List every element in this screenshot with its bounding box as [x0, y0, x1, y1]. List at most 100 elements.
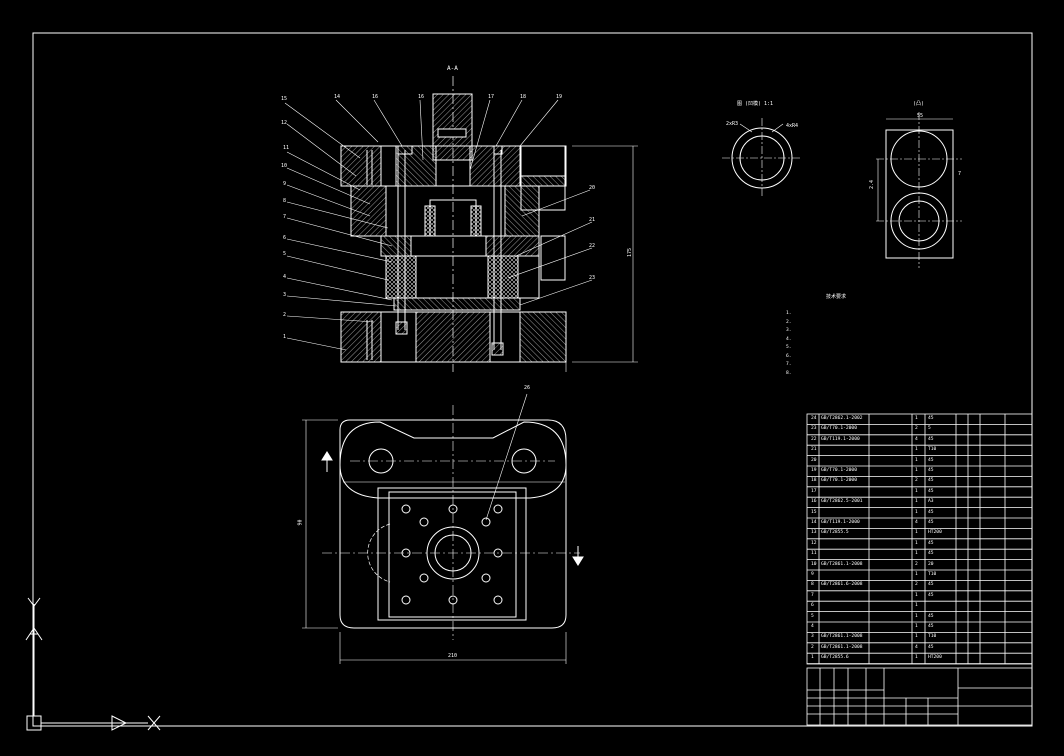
balloon-26: 26	[524, 385, 531, 391]
bom-cell-mat: A3	[928, 499, 934, 505]
bom-cell-mat: 45	[928, 478, 934, 484]
bom-cell-no: 22	[811, 436, 817, 442]
bom-cell-mat: 5	[928, 426, 931, 432]
bom-cell-qty: 1	[915, 499, 918, 505]
punch-dim-3: 7	[958, 171, 962, 177]
balloon-1: 1	[283, 334, 287, 340]
ucs-icon	[25, 597, 161, 731]
plan-view	[302, 393, 584, 664]
bom-cell-qty: 4	[915, 644, 918, 650]
bom-cell-code: GB/T70.1-2000	[821, 426, 857, 432]
bom-cell-mat: 45	[928, 540, 934, 546]
bom-cell-no: 5	[811, 613, 814, 619]
bom-cell-qty: 1	[915, 624, 918, 629]
bom-cell-code: GB/T2855.6	[821, 655, 849, 661]
bom-cell-mat: HT200	[928, 655, 942, 661]
outer-frame	[32, 32, 1033, 727]
plan-height-dim: 90	[297, 519, 304, 526]
bom-cell-no: 3	[811, 634, 814, 640]
section-view	[284, 76, 638, 372]
bom-cell-qty: 1	[915, 655, 918, 661]
bom-cell-no: 10	[811, 561, 817, 567]
tech-req-line: 1.	[786, 311, 792, 316]
balloon-10: 10	[281, 163, 288, 169]
bom-cell-qty: 1	[915, 488, 918, 494]
bom-cell-qty: 2	[915, 478, 918, 484]
die-dim-1: 2xR3	[726, 121, 739, 127]
bom-cell-qty: 1	[915, 509, 918, 515]
bom-cell-mat: 45	[928, 457, 934, 463]
balloon-5: 5	[283, 251, 287, 257]
bom-cell-code: GB/T2862.1-2002	[821, 416, 863, 421]
bom-cell-no: 23	[811, 426, 817, 432]
bom-cell-code: GB/T2861.1-2008	[821, 561, 863, 567]
bom-cell-code: GB/T119.1-2000	[821, 436, 860, 442]
die-dim-2: 4xR4	[786, 123, 799, 129]
bom-cell-no: 21	[811, 447, 817, 453]
bom-cell-mat: 45	[928, 468, 934, 473]
tech-req-line: 4.	[786, 336, 792, 342]
plan-width-dim: 210	[448, 653, 458, 659]
bom-cell-qty: 1	[915, 551, 918, 557]
bom-cell-mat: 45	[928, 416, 934, 421]
bom-cell-qty: 1	[915, 572, 918, 577]
balloon-12: 12	[281, 120, 288, 126]
punch-dim-2: 2.4	[869, 179, 876, 190]
section-height-dim: 175	[627, 247, 634, 258]
balloon-15: 15	[281, 96, 288, 102]
bom-cell-qty: 4	[915, 436, 918, 442]
bom-cell-mat: 20	[928, 561, 934, 567]
bom-cell-no: 12	[811, 540, 817, 546]
bom-cell-no: 15	[811, 509, 817, 515]
balloon-22: 22	[589, 243, 596, 249]
bom-cell-mat: 45	[928, 644, 934, 650]
bom-cell-code: GB/T119.1-2000	[821, 520, 860, 525]
bom-cell-code: GB/T2855.5	[821, 530, 849, 536]
balloon-7a: 7	[283, 214, 287, 220]
balloon-19: 19	[556, 94, 563, 100]
bom-cell-mat: 45	[928, 509, 934, 515]
balloon-14: 14	[334, 94, 341, 100]
bom-cell-mat: T10	[928, 447, 937, 453]
bom-cell-mat: HT200	[928, 530, 942, 536]
bom-cell-no: 16	[811, 499, 817, 505]
balloon-17: 17	[488, 94, 495, 100]
balloon-23: 23	[589, 275, 596, 281]
bom-cell-mat: 45	[928, 551, 934, 557]
bom-cell-mat: 45	[928, 520, 934, 525]
bom-cell-qty: 1	[915, 447, 918, 453]
bom-cell-code: GB/T70.1-2000	[821, 468, 857, 473]
bom-cell-mat: 45	[928, 613, 934, 619]
bom-cell-no: 7	[811, 592, 814, 598]
tech-req-line: 6.	[786, 353, 792, 359]
bom-cell-code: GB/T70.1-2000	[821, 478, 857, 484]
tech-req-line: 3.	[786, 328, 792, 333]
bom-cell-no: 9	[811, 572, 814, 577]
tech-req-title: 技术要求	[826, 294, 847, 300]
bom-cell-no: 8	[811, 582, 814, 588]
bom-cell-qty: 1	[915, 592, 918, 598]
bom-cell-qty: 4	[915, 520, 918, 525]
bom-cell-no: 13	[811, 530, 817, 536]
balloon-11: 11	[283, 145, 290, 151]
punch-view-title: (凸)	[913, 101, 925, 107]
balloon-16a: 16	[372, 94, 379, 100]
bom-cell-qty: 1	[915, 416, 918, 421]
balloon-21: 21	[589, 217, 596, 223]
bom-cell-code: GB/T2862.5-2001	[821, 499, 863, 505]
bom-cell-mat: 45	[928, 582, 934, 588]
tech-req-line: 7.	[786, 362, 792, 367]
bom-cell-no: 19	[811, 468, 817, 473]
bom-cell-no: 14	[811, 520, 817, 525]
tech-req-line: 5.	[786, 345, 792, 350]
balloon-16b: 16	[418, 94, 425, 100]
bom-cell-qty: 1	[915, 634, 918, 640]
bom-cell-qty: 1	[915, 468, 918, 473]
part-view-punch	[876, 112, 962, 268]
bom-cell-no: 24	[811, 416, 817, 421]
balloon-2: 2	[283, 312, 287, 318]
tech-req-line: 8.	[786, 370, 792, 376]
bom-cell-code: GB/T2861.1-2008	[821, 644, 863, 650]
balloon-18: 18	[520, 94, 527, 100]
